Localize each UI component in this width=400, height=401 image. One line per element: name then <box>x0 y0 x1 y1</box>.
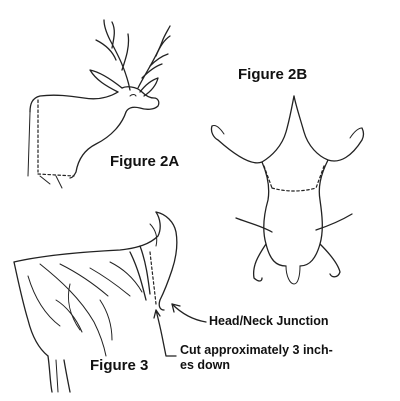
shoulder-detail-illustration <box>13 211 178 393</box>
cut-line-2b-right <box>315 165 325 189</box>
head-neck-pointer <box>171 303 207 323</box>
figure-3-label: Figure 3 <box>90 357 149 374</box>
cut-line-2a-bottom <box>37 173 75 177</box>
cut-line-2b-left <box>263 165 273 189</box>
cut-line-2b-horizontal <box>271 187 317 192</box>
hide-illustration <box>210 95 365 285</box>
head-neck-callout: Head/Neck Junction <box>209 314 329 328</box>
cut-line-3 <box>149 251 157 305</box>
figure-2b-label: Figure 2B <box>238 66 308 83</box>
cut-pointer <box>153 309 177 357</box>
cut-callout-line2: es down <box>180 358 231 372</box>
figure-2a-label: Figure 2A <box>110 153 180 170</box>
cut-callout-line1: Cut approximately 3 inch- <box>180 343 333 357</box>
